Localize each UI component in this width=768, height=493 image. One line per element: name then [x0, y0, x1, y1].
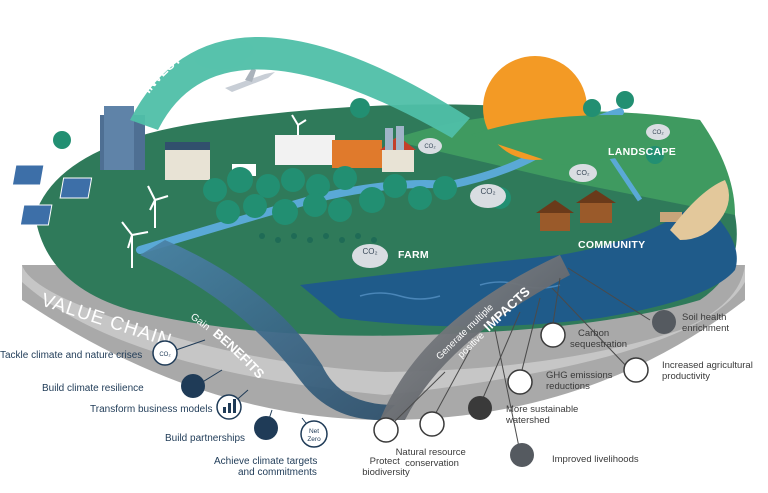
- carbon-sequestration-icon: [540, 322, 566, 348]
- impact-protect-biodiversity: Protect biodiversity: [362, 456, 410, 478]
- community-huts: [536, 190, 682, 231]
- co2-cloud: CO₂ CO₂ CO₂ CO₂ CO₂: [352, 124, 670, 268]
- svg-text:CO₂: CO₂: [480, 187, 495, 196]
- airplane-icon: [225, 68, 275, 92]
- benefit-tackle-climate: Tackle climate and nature crises: [0, 350, 142, 361]
- livelihoods-icon: [510, 443, 534, 467]
- svg-text:CO₂: CO₂: [159, 352, 171, 358]
- net-zero-icon: [300, 420, 328, 448]
- solar-panels: [11, 164, 93, 226]
- svg-text:CO₂: CO₂: [362, 247, 377, 256]
- butterfly-icon: [373, 417, 399, 443]
- resource-conservation-icon: [419, 411, 445, 437]
- soil-health-icon: [652, 310, 676, 334]
- landscape-label: LANDSCAPE: [608, 146, 676, 158]
- svg-text:Zero: Zero: [307, 436, 321, 443]
- benefits-list: CO₂ Net Zero Tackle climate and nature c…: [0, 339, 328, 478]
- handshake-icon: [254, 416, 278, 440]
- impact-soil-health: Soil health enrichment: [682, 312, 729, 334]
- impacts-list: Soil health enrichment Carbon sequestrat…: [362, 267, 755, 478]
- crops: [259, 233, 377, 243]
- impact-agricultural-productivity: Increased agricultural productivity: [662, 360, 755, 382]
- coastline: [670, 180, 729, 240]
- svg-text:Net: Net: [309, 428, 319, 435]
- island-surface-cover: [470, 115, 701, 165]
- community-label: COMMUNITY: [578, 239, 645, 251]
- impact-sustainable-watershed: More sustainable watershed: [505, 404, 581, 426]
- svg-text:CO₂: CO₂: [424, 144, 436, 150]
- ghg-footprint-icon: [507, 369, 533, 395]
- impact-carbon-sequestration: Carbon sequestration: [570, 328, 627, 350]
- benefit-climate-targets: Achieve climate targets and commitments: [214, 456, 320, 478]
- climate-resilience-icon: [181, 374, 205, 398]
- forest-trees: [53, 91, 664, 225]
- benefit-climate-resilience: Build climate resilience: [42, 383, 144, 394]
- climate-nature-icon: [152, 340, 178, 366]
- benefit-partnerships: Build partnerships: [165, 433, 245, 444]
- svg-text:CO₂: CO₂: [576, 170, 590, 177]
- city-buildings: [100, 106, 416, 180]
- impact-resource-conservation: Natural resource conservation: [396, 447, 469, 469]
- farm-label: FARM: [398, 249, 429, 261]
- impact-improved-livelihoods: Improved livelihoods: [552, 454, 639, 465]
- benefit-business-models: Transform business models: [90, 404, 212, 415]
- svg-text:CO₂: CO₂: [652, 130, 664, 136]
- impact-ghg-emissions: GHG emissions reductions: [546, 370, 615, 392]
- agricultural-productivity-icon: [623, 357, 649, 383]
- watershed-icon: [468, 396, 492, 420]
